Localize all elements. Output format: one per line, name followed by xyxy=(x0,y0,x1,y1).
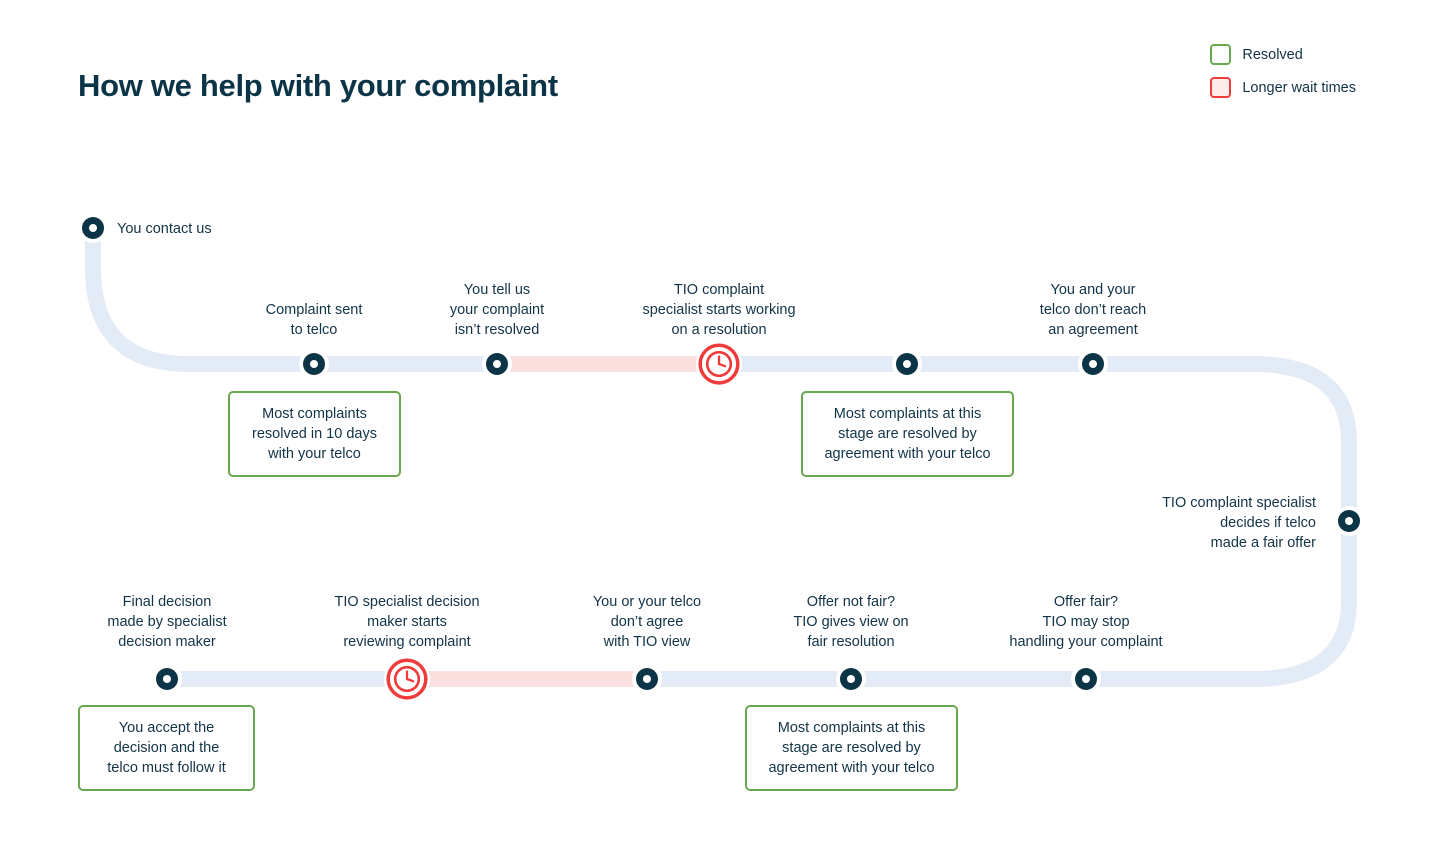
node-dot-icon xyxy=(1075,668,1097,690)
flow-node-complaint-sent-to-telco[interactable] xyxy=(299,349,329,379)
node-dot-icon xyxy=(896,353,918,375)
node-dot-icon xyxy=(486,353,508,375)
legend-item-label: Resolved xyxy=(1242,46,1303,63)
square-outline-icon xyxy=(1210,44,1232,65)
flow-node-no-agreement-reached[interactable] xyxy=(1078,349,1108,379)
flow-label-you-contact-us: You contact us xyxy=(117,221,212,237)
flow-node-offer-not-fair[interactable] xyxy=(836,664,866,694)
flow-node-final-decision-made[interactable] xyxy=(152,664,182,694)
legend-item-longer-wait-times: Longer wait times xyxy=(1210,77,1356,98)
callout-resolved-10-days: Most complaints resolved in 10 days with… xyxy=(228,391,401,477)
callout-accept-decision: You accept the decision and the telco mu… xyxy=(78,705,255,791)
node-dot-icon xyxy=(303,353,325,375)
flow-node-offer-fair[interactable] xyxy=(1071,664,1101,694)
flow-node-specialist-starts-work[interactable] xyxy=(696,341,742,387)
clock-icon xyxy=(386,658,428,700)
flow-label-complaint-not-resolved: You tell us your complaint isn’t resolve… xyxy=(449,282,545,338)
node-dot-icon xyxy=(1338,510,1360,532)
page-title: How we help with your complaint xyxy=(78,68,558,103)
node-dot-icon xyxy=(840,668,862,690)
flow-label-specialist-decides-fair-offer: TIO complaint specialist decides if telc… xyxy=(1162,495,1316,551)
flow-label-complaint-sent-to-telco: Complaint sent to telco xyxy=(265,302,363,338)
node-dot-icon xyxy=(156,668,178,690)
node-dot-icon xyxy=(636,668,658,690)
legend: Resolved Longer wait times xyxy=(1210,44,1356,98)
flow-node-row1-unlabelled[interactable] xyxy=(892,349,922,379)
flow-node-decision-maker-reviewing[interactable] xyxy=(384,656,430,702)
callout-resolved-agreement-row2: Most complaints at this stage are resolv… xyxy=(745,705,958,791)
legend-item-resolved: Resolved xyxy=(1210,44,1303,65)
clock-icon xyxy=(698,343,740,385)
flow-node-complaint-not-resolved[interactable] xyxy=(482,349,512,379)
flow-node-dont-agree-with-tio-view[interactable] xyxy=(632,664,662,694)
flow-label-decision-maker-reviewing: TIO specialist decision maker starts rev… xyxy=(334,594,480,650)
flow-label-offer-fair: Offer fair? TIO may stop handling your c… xyxy=(1009,594,1163,650)
flow-node-start[interactable] xyxy=(78,213,108,243)
square-outline-icon xyxy=(1210,77,1232,98)
callout-resolved-agreement-row1: Most complaints at this stage are resolv… xyxy=(801,391,1014,477)
flow-label-final-decision-made: Final decision made by specialist decisi… xyxy=(107,594,227,650)
flow-label-offer-not-fair: Offer not fair? TIO gives view on fair r… xyxy=(793,594,909,650)
flow-node-specialist-decides-fair-offer[interactable] xyxy=(1334,506,1364,536)
flow-label-no-agreement-reached: You and your telco don’t reach an agreem… xyxy=(1039,282,1147,338)
node-dot-icon xyxy=(82,217,104,239)
node-dot-icon xyxy=(1082,353,1104,375)
legend-item-label: Longer wait times xyxy=(1242,79,1356,96)
flow-label-dont-agree-with-tio-view: You or your telco don’t agree with TIO v… xyxy=(592,594,702,650)
flow-label-specialist-starts-work: TIO complaint specialist starts working … xyxy=(642,282,796,338)
